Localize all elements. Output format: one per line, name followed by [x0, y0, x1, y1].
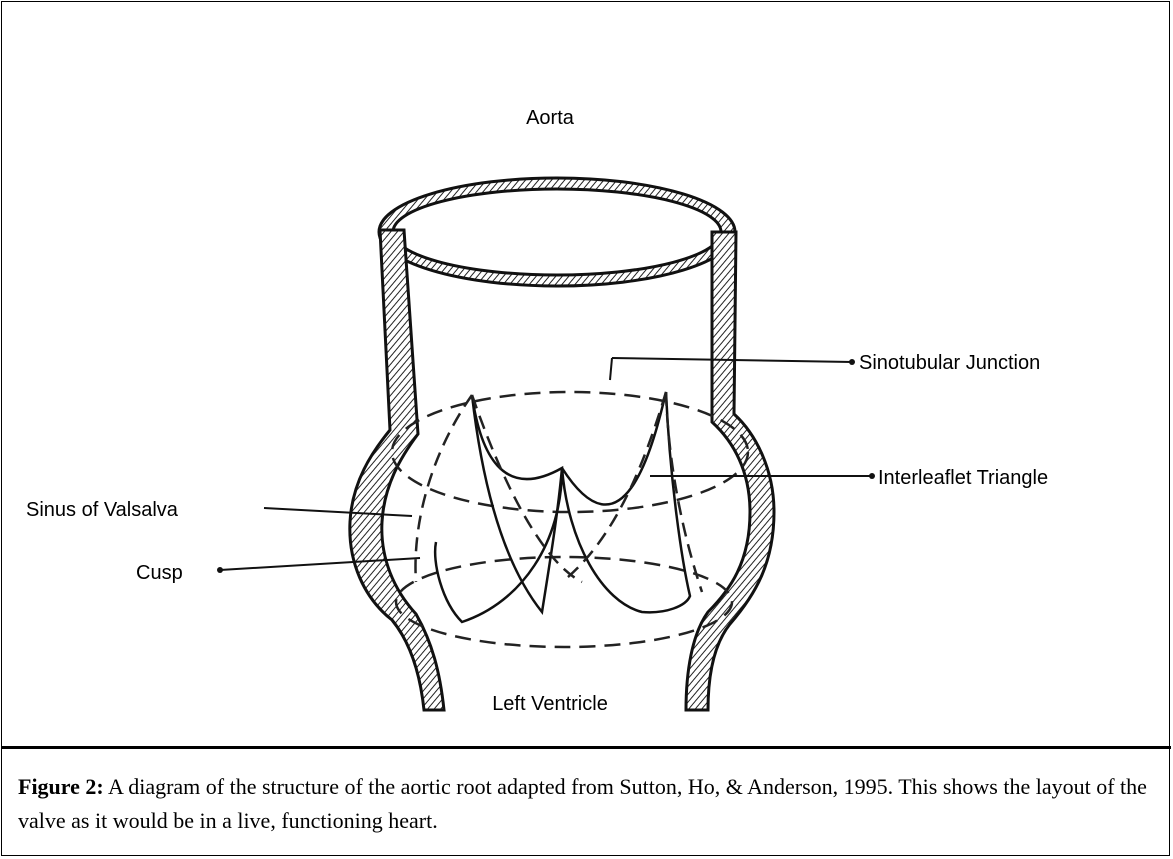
- aortic-root-diagram: Aorta Sinotubular Junction Interleaflet …: [2, 2, 1171, 746]
- label-cusp: Cusp: [136, 562, 183, 584]
- figure-caption: Figure 2: A diagram of the structure of …: [18, 770, 1148, 838]
- aorta-ring: [379, 178, 735, 286]
- sinotubular-leader: [610, 358, 612, 380]
- label-sinus: Sinus of Valsalva: [26, 499, 179, 521]
- label-aorta: Aorta: [526, 107, 575, 129]
- left-cusp: [435, 395, 562, 622]
- caption-text: A diagram of the structure of the aortic…: [18, 774, 1147, 833]
- right-cusp: [562, 392, 690, 612]
- caption-divider: [2, 746, 1171, 749]
- cusp-dot: [217, 567, 223, 573]
- sinotubular-ring: [392, 392, 748, 512]
- label-sinotubular: Sinotubular Junction: [859, 352, 1040, 374]
- caption-figure-number: Figure 2:: [18, 774, 104, 799]
- label-interleaflet: Interleaflet Triangle: [878, 467, 1048, 489]
- interleaflet-dot: [869, 473, 875, 479]
- right-wall: [686, 232, 774, 710]
- left-wall: [350, 230, 444, 710]
- label-ventricle: Left Ventricle: [492, 693, 608, 715]
- sinus-leader: [264, 508, 412, 516]
- sinotubular-dot: [849, 359, 855, 365]
- interleaflet-left: [415, 395, 472, 582]
